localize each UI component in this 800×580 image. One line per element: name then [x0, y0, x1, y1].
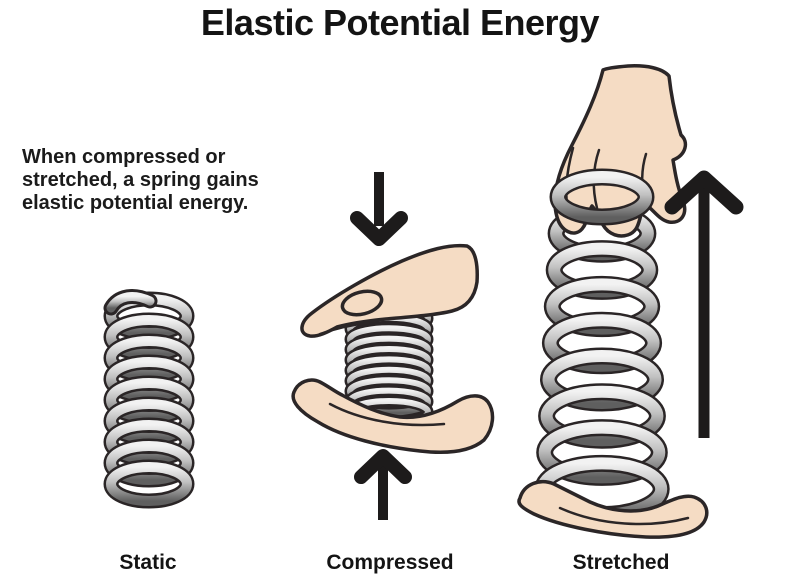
pressing-hand [300, 243, 479, 338]
spring-coil [544, 314, 660, 372]
spring-coil [538, 421, 666, 484]
supporting-hand [291, 378, 495, 454]
description-line-1: When compressed or [22, 146, 226, 168]
spring-coil [106, 441, 192, 485]
static-spring-illustration [103, 289, 195, 509]
stretched-spring-illustration [517, 64, 744, 539]
pressing-hand-finger-line [318, 321, 370, 336]
down-arrow-head [350, 211, 408, 246]
description-text: When compressed or stretched, a spring g… [22, 146, 259, 215]
spring-coil [106, 315, 192, 359]
label-compressed: Compressed [326, 551, 454, 574]
label-static: Static [119, 551, 177, 574]
up-arrow-head [354, 449, 412, 484]
spring-coil [106, 420, 192, 464]
spring-coil [106, 357, 192, 401]
spring-coil [106, 462, 192, 506]
spring-coil [540, 385, 664, 447]
spring-coil [552, 171, 652, 223]
static-spring-wire-end [106, 292, 155, 313]
cradling-hand-shape [517, 479, 709, 539]
supporting-hand-shape [291, 378, 495, 454]
description-line-2: stretched, a spring gains [22, 169, 259, 191]
up-arrow-icon [354, 449, 412, 520]
static-spring-coils [103, 291, 195, 509]
cradling-hand-crease [558, 506, 690, 526]
tall-up-arrow-icon [664, 170, 744, 438]
spring-coil [106, 378, 192, 422]
spring-coil [106, 399, 192, 443]
compressed-spring-illustration [291, 172, 495, 520]
cradling-hand [517, 479, 709, 539]
tall-up-arrow-head [664, 170, 744, 215]
spring-coil [106, 336, 192, 380]
supporting-hand-crease [328, 402, 446, 427]
stretched-spring-coils [534, 204, 670, 524]
spring-coil [542, 350, 662, 409]
description-line-3: elastic potential energy. [22, 192, 249, 214]
down-arrow-icon [350, 172, 408, 246]
stretched-spring-top-coil [549, 168, 655, 226]
pressing-hand-thumb [340, 289, 384, 317]
label-stretched: Stretched [572, 551, 670, 574]
page-title: Elastic Potential Energy [200, 2, 600, 43]
